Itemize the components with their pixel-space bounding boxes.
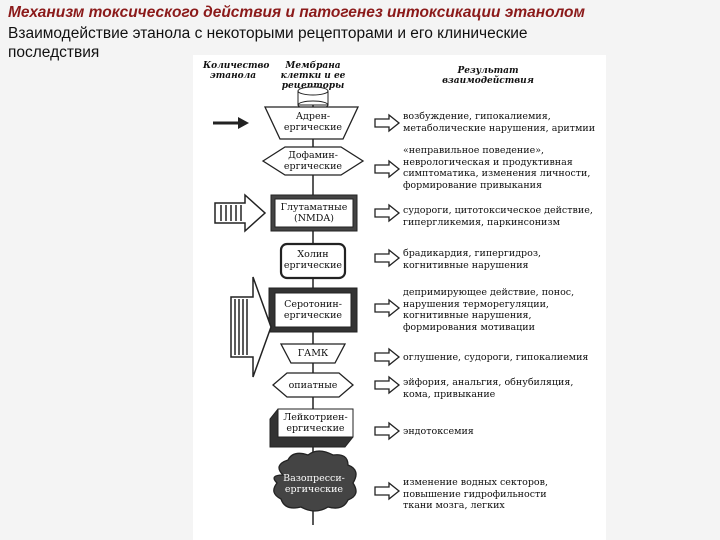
result-arrow-1 bbox=[374, 113, 401, 133]
receptor-shape-serotonergic bbox=[268, 287, 358, 333]
quantity-arrow-small bbox=[213, 117, 249, 129]
result-arrow-6 bbox=[374, 347, 401, 367]
receptor-shape-vasopressin bbox=[273, 450, 357, 512]
result-glutamate: судороги, цитотоксическое действие, гипе… bbox=[403, 205, 593, 228]
result-arrow-4 bbox=[374, 248, 401, 268]
receptor-label-serotonergic: Серотонин- ергические bbox=[283, 299, 343, 321]
receptor-shape-adrenergic bbox=[263, 106, 360, 140]
receptor-shape-glutamate bbox=[270, 194, 358, 232]
result-serotonergic: депримирующее действие, понос, нарушения… bbox=[403, 287, 575, 333]
receptor-label-leukotriene: Лейкотриен- ергические bbox=[283, 412, 348, 434]
result-cholinergic: брадикардия, гипергидроз, когнитивные на… bbox=[403, 248, 542, 271]
receptor-shape-opioid bbox=[272, 372, 354, 398]
result-leukotriene: эндотоксемия bbox=[403, 426, 474, 437]
quantity-arrow-medium bbox=[214, 193, 267, 233]
result-adrenergic: возбуждение, гипокалиемия, метаболически… bbox=[403, 111, 596, 134]
slide-title: Механизм токсического действия и патоген… bbox=[8, 4, 585, 21]
receptor-label-adrenergic: Адрен- ергические bbox=[283, 111, 343, 133]
receptor-label-opioid: опиатные bbox=[288, 380, 338, 391]
result-gaba: оглушение, судороги, гипокалиемия bbox=[403, 352, 589, 363]
result-arrow-9 bbox=[374, 481, 401, 501]
receptor-label-gaba: ГАМК bbox=[297, 348, 329, 359]
result-arrow-7 bbox=[374, 375, 401, 395]
result-arrow-5 bbox=[374, 298, 401, 318]
quantity-arrow-large bbox=[230, 276, 272, 378]
receptor-label-vasopressin: Вазопресси- ергические bbox=[283, 473, 345, 495]
result-opioid: эйфория, анальгия, обнубиляция, кома, пр… bbox=[403, 377, 574, 400]
receptor-shape-cholinergic bbox=[279, 242, 347, 280]
receptor-shape-dopaminergic bbox=[261, 146, 365, 176]
header-quantity: Количество этанола bbox=[203, 61, 270, 81]
receptor-label-glutamate: Глутаматные (NMDA) bbox=[280, 202, 348, 224]
diagram-graphics bbox=[213, 86, 401, 525]
header-result: Результат взаимодействия bbox=[442, 66, 534, 86]
receptor-shape-gaba bbox=[279, 343, 347, 364]
result-dopaminergic: «неправильное поведение», неврологическа… bbox=[403, 145, 591, 191]
slide-subtitle: Взаимодействие этанола с некоторыми реце… bbox=[8, 25, 528, 61]
result-arrow-2 bbox=[374, 159, 401, 179]
result-vasopressin: изменение водных секторов, повышение гид… bbox=[403, 477, 548, 511]
receptor-shape-leukotriene bbox=[269, 408, 354, 448]
diagram-panel: Количество этанола Мембрана клетки и ее … bbox=[193, 55, 606, 540]
receptor-label-cholinergic: Холин ергические bbox=[283, 249, 343, 271]
result-arrow-8 bbox=[374, 421, 401, 441]
receptor-label-dopaminergic: Дофамин- ергические bbox=[283, 150, 343, 172]
result-arrow-3 bbox=[374, 203, 401, 223]
header-membrane: Мембрана клетки и ее рецепторы bbox=[280, 61, 346, 91]
